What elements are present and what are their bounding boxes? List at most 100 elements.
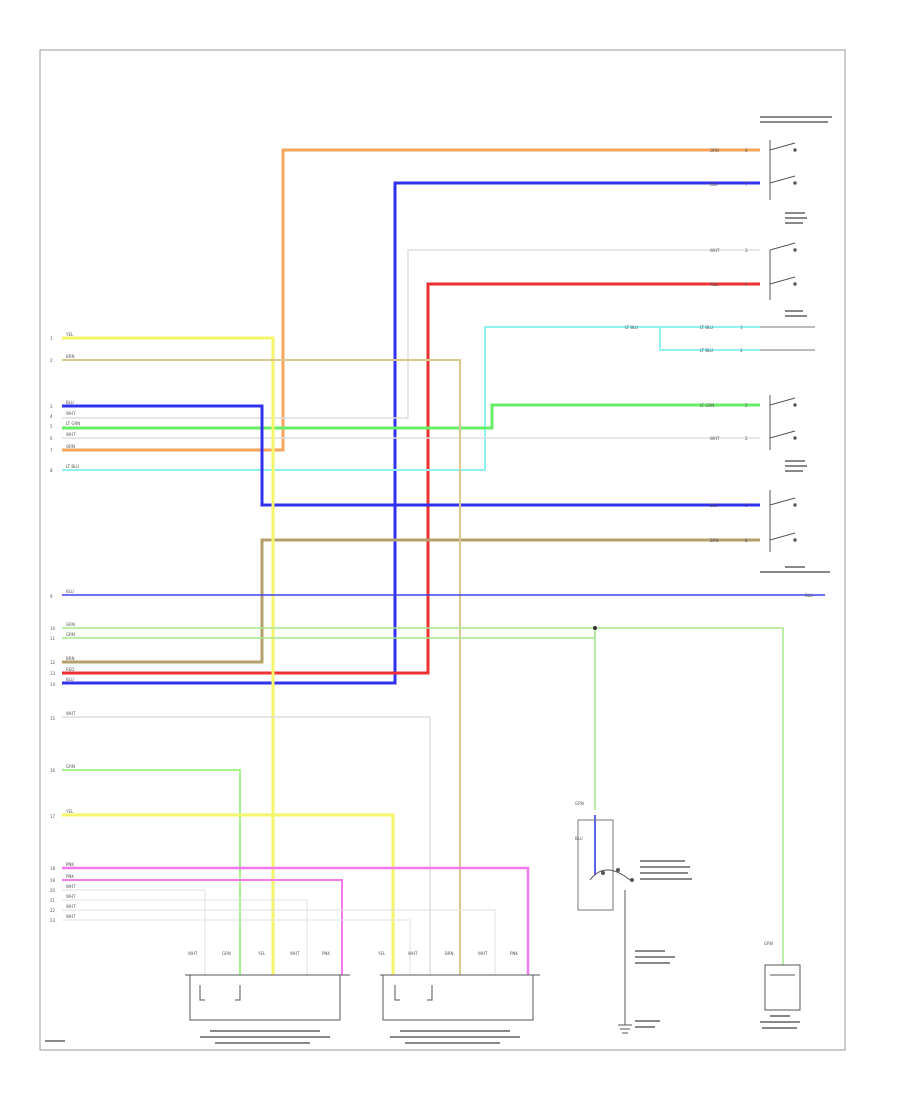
svg-text:19: 19 bbox=[50, 878, 56, 883]
wire-yellow-upper bbox=[62, 336, 275, 975]
transmission-captions bbox=[635, 860, 692, 1028]
svg-text:11: 11 bbox=[50, 636, 56, 641]
svg-text:BLU: BLU bbox=[710, 182, 718, 187]
svg-text:3: 3 bbox=[50, 404, 53, 409]
svg-text:BLU: BLU bbox=[805, 593, 813, 598]
svg-text:1: 1 bbox=[50, 336, 53, 341]
svg-text:3: 3 bbox=[745, 248, 748, 253]
svg-text:PNK: PNK bbox=[510, 951, 518, 956]
svg-text:2: 2 bbox=[50, 358, 53, 363]
svg-text:BLU: BLU bbox=[66, 677, 74, 682]
wire-tan-long bbox=[62, 359, 461, 975]
svg-text:PNK: PNK bbox=[66, 862, 74, 867]
svg-text:WHT: WHT bbox=[66, 884, 76, 889]
transmission-range-sensor: GRN BLU bbox=[575, 801, 634, 1034]
right-wire-labels: ORN 6 BLU 7 WHT 3 RED 4 LT BLU LT BLU 1 LT BLU… bbox=[625, 148, 813, 598]
svg-text:20: 20 bbox=[50, 888, 56, 893]
wire-orange bbox=[62, 148, 760, 452]
svg-text:12: 12 bbox=[50, 660, 56, 665]
svg-text:18: 18 bbox=[50, 866, 56, 871]
svg-text:1: 1 bbox=[745, 503, 748, 508]
svg-text:RED: RED bbox=[66, 667, 74, 672]
switch-block-bottom bbox=[769, 395, 797, 552]
svg-text:10: 10 bbox=[50, 626, 56, 631]
svg-text:YEL: YEL bbox=[257, 951, 266, 956]
svg-text:23: 23 bbox=[50, 918, 56, 923]
wire-white-g1 bbox=[62, 889, 206, 975]
wire-white-upper bbox=[62, 249, 760, 419]
svg-text:2: 2 bbox=[740, 348, 743, 353]
svg-text:13: 13 bbox=[50, 671, 56, 676]
tail-lamp: GRN bbox=[764, 941, 801, 1011]
switch-block-top bbox=[769, 140, 797, 300]
svg-text:WHT: WHT bbox=[290, 951, 300, 956]
svg-text:LT GRN: LT GRN bbox=[66, 421, 80, 426]
wire-green-lower bbox=[62, 769, 241, 975]
wire-cyan-branch bbox=[659, 327, 760, 351]
svg-text:17: 17 bbox=[50, 814, 56, 819]
wire-blue-upper bbox=[62, 181, 760, 685]
svg-text:4: 4 bbox=[745, 282, 748, 287]
svg-text:WHT: WHT bbox=[66, 432, 76, 437]
wire-lightgreen-1 bbox=[62, 627, 784, 965]
svg-text:BRN: BRN bbox=[66, 656, 75, 661]
wire-red bbox=[62, 282, 760, 675]
svg-text:LT BLU: LT BLU bbox=[625, 325, 638, 330]
svg-text:WHT: WHT bbox=[478, 951, 488, 956]
svg-text:21: 21 bbox=[50, 898, 56, 903]
svg-text:6: 6 bbox=[745, 148, 748, 153]
svg-text:WHT: WHT bbox=[66, 711, 76, 716]
wire-tan bbox=[62, 538, 760, 664]
wire-pink-2 bbox=[62, 879, 343, 975]
svg-text:YEL: YEL bbox=[65, 332, 74, 337]
svg-text:LT GRN: LT GRN bbox=[700, 403, 714, 408]
svg-text:GRN: GRN bbox=[66, 632, 75, 637]
svg-text:LT BLU: LT BLU bbox=[700, 348, 713, 353]
svg-text:RED: RED bbox=[710, 282, 718, 287]
svg-text:ORN: ORN bbox=[710, 148, 719, 153]
wire-white-long bbox=[62, 716, 431, 975]
svg-text:WHT: WHT bbox=[66, 894, 76, 899]
svg-text:YEL: YEL bbox=[65, 809, 74, 814]
right-switch-group bbox=[769, 140, 797, 552]
svg-text:8: 8 bbox=[745, 538, 748, 543]
svg-text:LT BLU: LT BLU bbox=[66, 464, 79, 469]
svg-text:BLU: BLU bbox=[710, 503, 718, 508]
right-motor-connector: YEL WHT BRN WHT PNK bbox=[377, 951, 540, 1021]
svg-text:WHT: WHT bbox=[710, 248, 720, 253]
svg-text:WHT: WHT bbox=[66, 914, 76, 919]
svg-text:16: 16 bbox=[50, 768, 56, 773]
svg-text:5: 5 bbox=[745, 403, 748, 408]
wire-layer bbox=[62, 148, 825, 975]
bottom-captions bbox=[200, 1030, 520, 1044]
svg-text:LT BLU: LT BLU bbox=[700, 325, 713, 330]
wire-white-g2 bbox=[62, 899, 308, 975]
svg-text:7: 7 bbox=[745, 182, 748, 187]
svg-text:7: 7 bbox=[50, 448, 53, 453]
svg-text:WHT: WHT bbox=[188, 951, 198, 956]
svg-text:5: 5 bbox=[50, 424, 53, 429]
svg-text:BRN: BRN bbox=[445, 951, 454, 956]
svg-text:BLU: BLU bbox=[575, 836, 583, 841]
svg-text:ORN: ORN bbox=[66, 444, 75, 449]
junction-dot bbox=[593, 626, 597, 630]
svg-text:8: 8 bbox=[50, 468, 53, 473]
svg-text:GRN: GRN bbox=[575, 801, 584, 806]
wire-white-g4 bbox=[62, 919, 411, 975]
svg-text:WHT: WHT bbox=[408, 951, 418, 956]
svg-text:GRN: GRN bbox=[764, 941, 773, 946]
svg-text:WHT: WHT bbox=[66, 411, 76, 416]
diagram-frame bbox=[39, 49, 846, 1051]
svg-text:BLU: BLU bbox=[66, 400, 74, 405]
svg-text:14: 14 bbox=[50, 682, 56, 687]
wire-green bbox=[62, 403, 760, 430]
svg-text:PNK: PNK bbox=[322, 951, 330, 956]
wire-blue-lower bbox=[62, 404, 760, 507]
svg-text:2: 2 bbox=[745, 436, 748, 441]
footer-code bbox=[45, 1040, 65, 1042]
wire-yellow-lower bbox=[62, 813, 395, 975]
wire-pink-1 bbox=[62, 866, 530, 975]
svg-text:WHT: WHT bbox=[710, 436, 720, 441]
